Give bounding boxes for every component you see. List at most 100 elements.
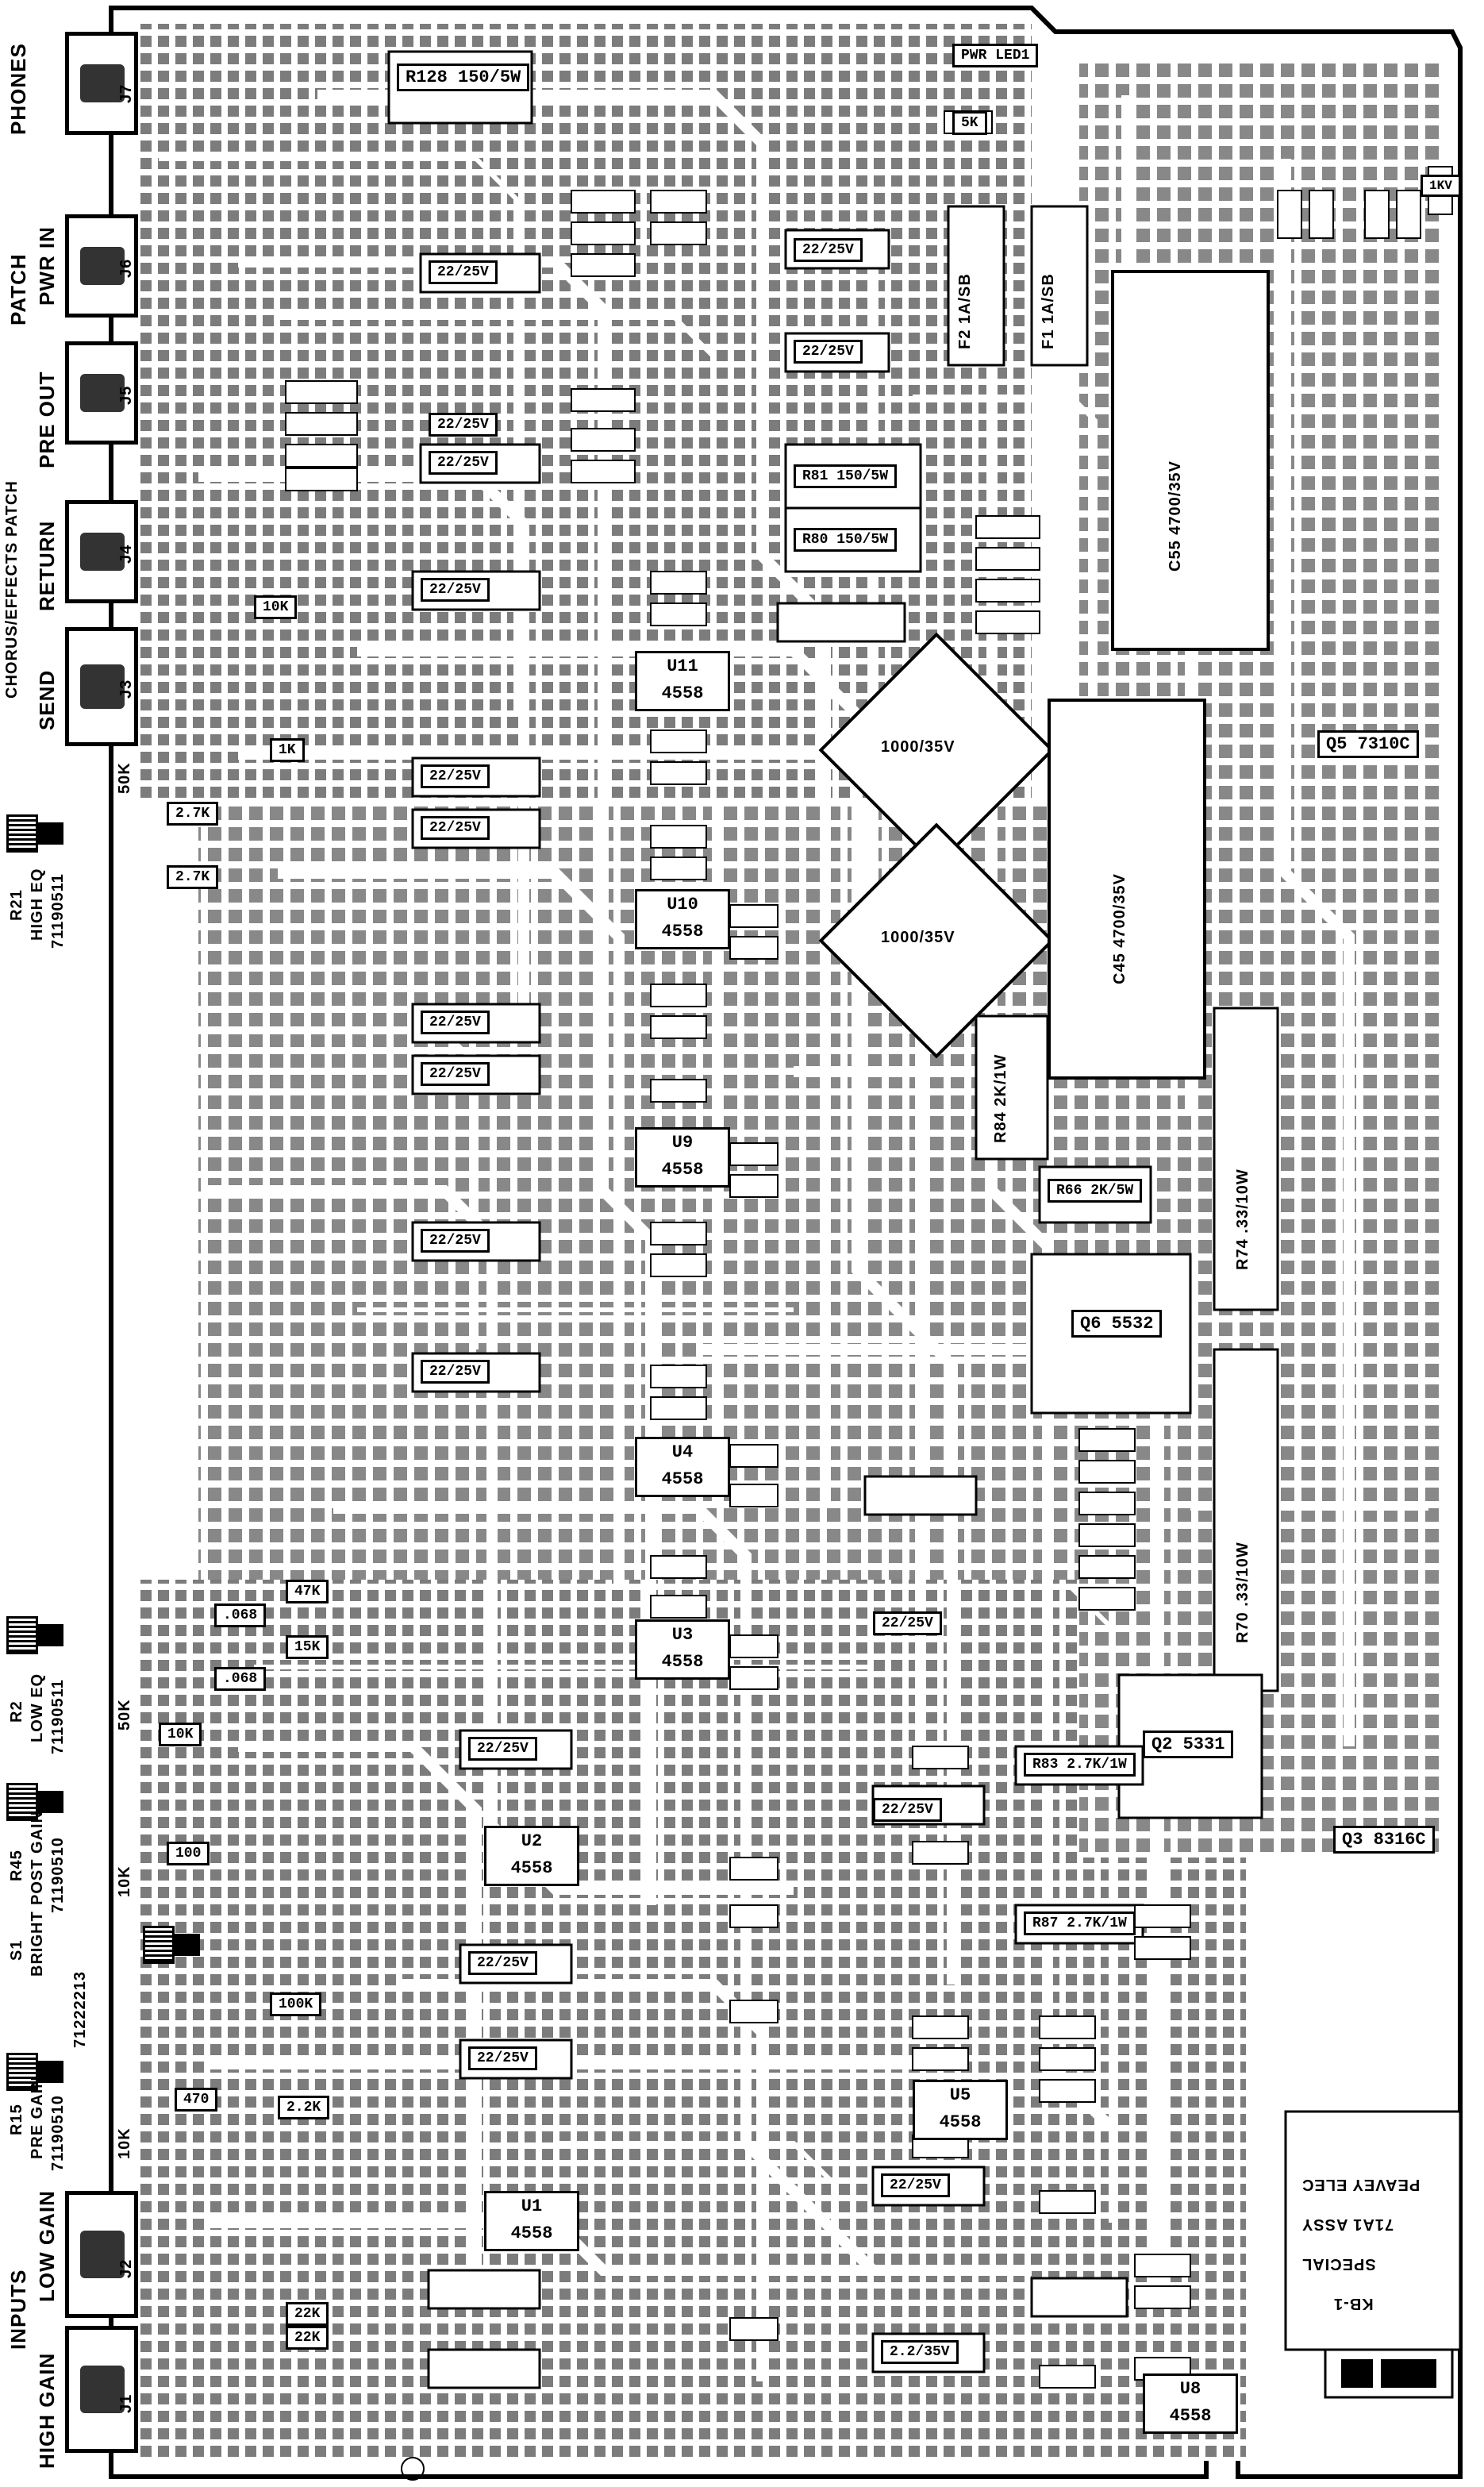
label-high-gain: HIGH GAIN [35, 2352, 59, 2469]
u5-value: 4558 [939, 2112, 982, 2132]
jack-j2 [65, 2191, 138, 2318]
q5-ref: Q5 [1326, 734, 1348, 754]
pot-r21-high-eq[interactable] [6, 810, 63, 857]
u3-value: 4558 [661, 1652, 704, 1672]
stamp-line4: KB-1 [1333, 2295, 1374, 2312]
r74-ref: R74 [1234, 1238, 1251, 1270]
board-outline [109, 6, 1463, 2479]
assembly-stamp-frame [1284, 2110, 1462, 2351]
pot-r2-low-eq[interactable] [6, 1611, 63, 1659]
r70-ref: R70 [1234, 1611, 1251, 1643]
led1-function: PWR [961, 48, 987, 64]
c74: 22/25V [421, 764, 490, 788]
c75: 22/25V [421, 578, 490, 602]
label-s1-part: 71222213 [71, 1971, 89, 2048]
label-r21-part: 71190511 [49, 873, 67, 949]
ic-u4: U4 4558 [635, 1437, 730, 1497]
r80: R80 150/5W [794, 528, 898, 552]
u2-ref: U2 [521, 1831, 543, 1851]
label-r15-value: 10K [116, 2127, 133, 2159]
c72: 22/25V [421, 1011, 490, 1034]
r70-value: .33/10W [1234, 1542, 1251, 1607]
u1-ref: U1 [521, 2196, 543, 2216]
c45-label: C45 4700/35V [1111, 873, 1129, 984]
pot-r15-pre-gain[interactable] [6, 2048, 63, 2096]
r81-value: 150/5W [836, 468, 889, 484]
q3-value: 8316C [1373, 1830, 1426, 1850]
label-r45-func: POST GAIN [29, 1810, 46, 1905]
u11-ref: U11 [667, 656, 698, 676]
c41: 22/25V [873, 1611, 942, 1635]
label-r45: R45 [8, 1850, 25, 1881]
u8-value: 4558 [1169, 2406, 1212, 2426]
r31-label: 1K [270, 738, 305, 762]
r80-value: 150/5W [836, 532, 889, 548]
r11-label: 15K [286, 1635, 329, 1659]
r18-label: 2.7K [167, 865, 219, 889]
mounting-hole [401, 2457, 425, 2481]
r80-ref: R80 [802, 532, 829, 548]
c35: 22/25V [468, 1737, 537, 1761]
label-r21-func: HIGH EQ [29, 868, 46, 941]
label-r21: R21 [8, 889, 25, 921]
c53-value: 1000/35V [881, 738, 955, 756]
c55-ref: C55 [1167, 540, 1184, 572]
c51-value: 1000/35V [881, 929, 955, 946]
label-j4: J4 [117, 544, 135, 564]
logo-mark [1341, 2359, 1373, 2388]
r81-ref: R81 [802, 468, 829, 484]
label-j5: J5 [117, 385, 135, 405]
small-parts [285, 110, 1453, 2389]
label-r15-func: PRE GAIN [29, 2076, 46, 2159]
switch-s1-bright[interactable] [143, 1921, 200, 1969]
pot-r45-post-gain[interactable] [6, 1778, 63, 1826]
r127-value: 5K [961, 115, 978, 131]
label-phones: PHONES [6, 43, 30, 135]
c32: 22/25V [429, 413, 498, 437]
label-chorus-effects-patch: CHORUS/EFFECTS PATCH [3, 480, 21, 699]
c40: 22/25V [873, 1798, 942, 1822]
c38: 22/25V [881, 2173, 950, 2197]
r83-label: R83 2.7K/1W [1024, 1753, 1136, 1777]
label-s1-func: BRIGHT [29, 1911, 46, 1977]
r128-power-resistor: R128 150/5W [397, 64, 530, 91]
c36: 2.2/35V [881, 2340, 959, 2364]
r41-label: 100 [167, 1842, 210, 1865]
r66-label: R66 2K/5W [1048, 1179, 1143, 1203]
label-r2-value: 50K [116, 1699, 133, 1731]
r84-label: R84 2K/1W [992, 1054, 1010, 1143]
r84-ref: R84 [992, 1111, 1009, 1143]
r74-value: .33/10W [1234, 1168, 1251, 1234]
r128-ref: R128 [406, 67, 448, 87]
r33-label: 10K [254, 595, 298, 619]
label-return: RETURN [35, 520, 59, 611]
stamp-line1: PEAVEY ELEC [1301, 2176, 1421, 2193]
r83-ref: R83 [1032, 1757, 1059, 1773]
c54: 22/25V [794, 340, 863, 364]
r87-ref: R87 [1032, 1915, 1059, 1931]
label-r15: R15 [8, 2104, 25, 2135]
u4-ref: U4 [671, 1442, 694, 1462]
r66-ref: R66 [1056, 1183, 1082, 1199]
fuse-f2: F2 1A/SB [956, 273, 975, 349]
capacitor-c43: 1KV [1421, 175, 1461, 197]
label-r15-part: 71190510 [49, 2095, 67, 2171]
u5-ref: U5 [949, 2085, 971, 2105]
u9-value: 4558 [661, 1160, 704, 1180]
c69: 22/25V [421, 1360, 490, 1384]
u4-value: 4558 [661, 1469, 704, 1489]
r128-value: 150/5W [458, 67, 521, 87]
c55-label: C55 4700/35V [1167, 460, 1185, 572]
label-j3: J3 [117, 679, 135, 699]
c5-label: .068 [214, 1667, 267, 1691]
c65: 22/25V [794, 238, 863, 262]
r87-value: 2.7K/1W [1067, 1915, 1127, 1931]
label-pre-out: PRE OUT [35, 371, 59, 468]
r84-value: 2K/1W [992, 1053, 1009, 1107]
r70-label: R70 .33/10W [1234, 1542, 1252, 1643]
